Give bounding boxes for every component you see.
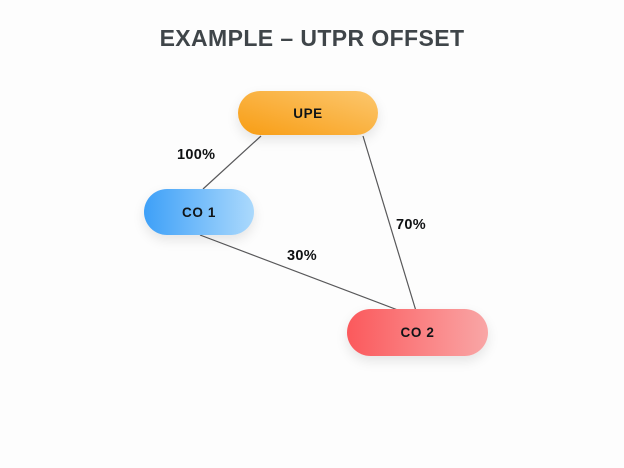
- node-upe: UPE: [238, 91, 378, 135]
- edge-upe-co1: [202, 135, 262, 190]
- edge-label-co1-co2: 30%: [287, 248, 317, 264]
- edge-label-upe-co2: 70%: [396, 217, 426, 233]
- page-title: EXAMPLE – UTPR OFFSET: [159, 25, 465, 51]
- node-co2-label: CO 2: [400, 325, 435, 340]
- node-co1: CO 1: [144, 189, 254, 235]
- node-co2: CO 2: [347, 309, 488, 356]
- edge-co1-co2: [199, 234, 404, 313]
- edge-label-upe-co1: 100%: [177, 147, 216, 163]
- edge-upe-co2: [362, 135, 417, 312]
- node-co1-label: CO 1: [182, 204, 216, 220]
- node-upe-label: UPE: [293, 105, 323, 121]
